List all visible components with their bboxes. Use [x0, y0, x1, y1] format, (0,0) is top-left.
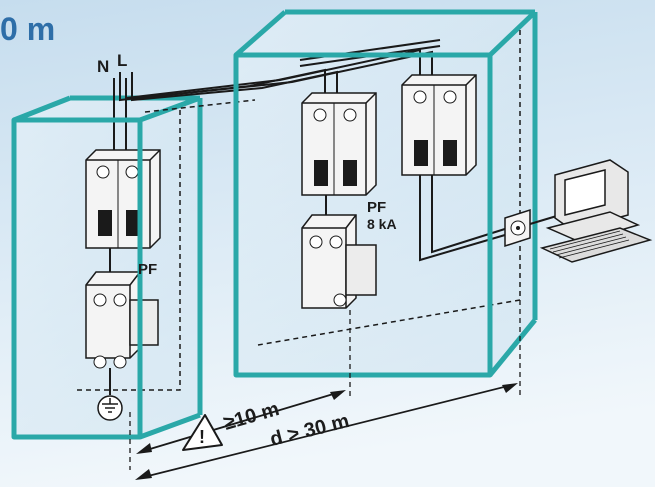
dimension-arrow-10m: [136, 390, 346, 454]
right-surge-protector: [301, 214, 377, 309]
label-rating: 8 kA: [367, 216, 397, 232]
dimension-guides: [129, 300, 521, 470]
dimension-arrow-30m: [135, 383, 518, 480]
left-surge-protector: [85, 271, 159, 369]
label-neutral: N: [97, 57, 109, 76]
svg-text:!: !: [199, 427, 205, 447]
computer-icon: [539, 159, 653, 263]
left-enclosure: [13, 95, 203, 440]
socket-icon: [504, 208, 531, 248]
ground-symbol-icon: [97, 395, 123, 421]
label-pf-left: PF: [138, 261, 157, 278]
right-circuit-breaker-1: [301, 92, 377, 196]
warning-triangle-icon: !: [182, 414, 223, 451]
enclosure-front-edges: [11, 52, 493, 440]
socket-wires: [419, 175, 509, 262]
page-title: 0 m: [0, 11, 55, 47]
left-circuit-breaker: [85, 149, 161, 249]
label-pf-right: PF: [367, 199, 386, 216]
right-circuit-breaker-2: [401, 74, 477, 176]
left-enclosure-hidden-edge: [75, 110, 181, 391]
label-line: L: [117, 51, 127, 70]
